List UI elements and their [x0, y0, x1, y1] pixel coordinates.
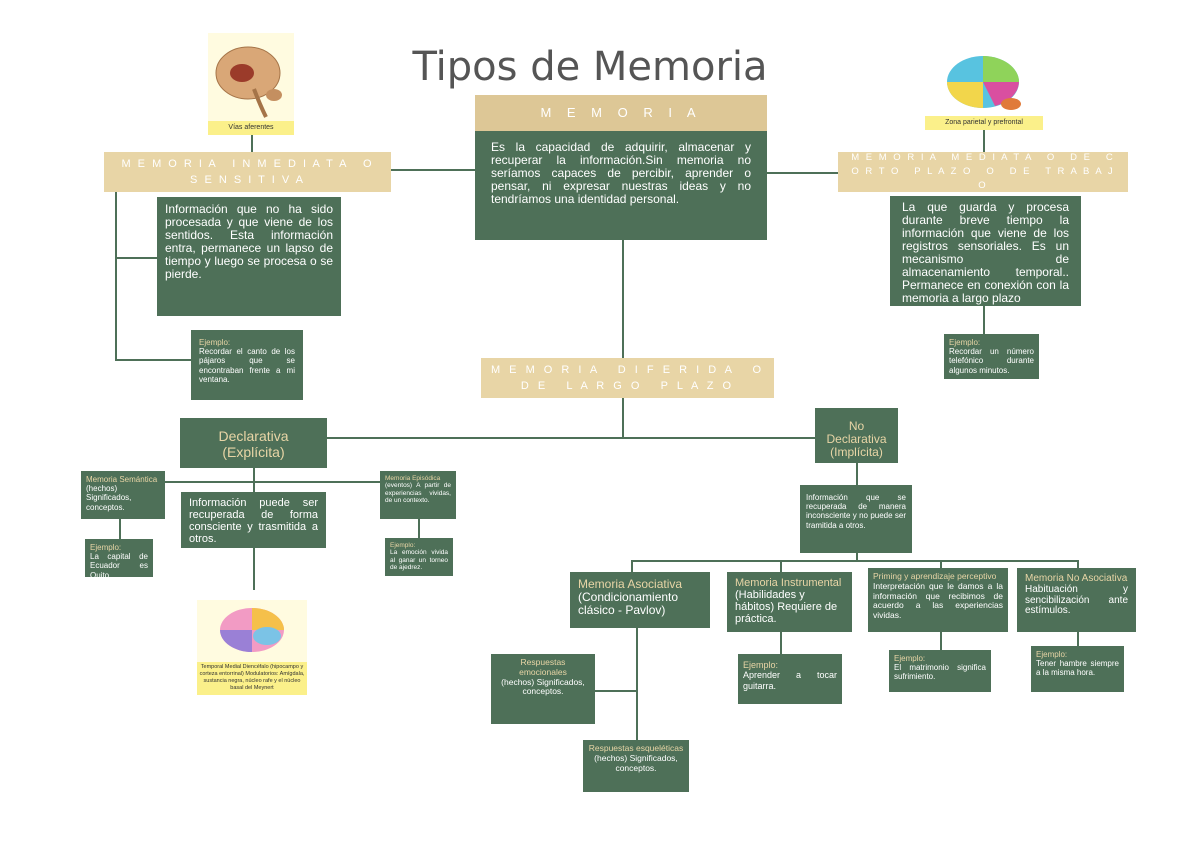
- episodica-label: Memoria Episódica: [385, 475, 441, 482]
- connector: [115, 257, 157, 259]
- instrumental-example: Ejemplo: Aprender a tocar guitarra.: [738, 654, 842, 704]
- priming-heading: Priming y aprendizaje perceptivo: [873, 571, 997, 581]
- example-label: Ejemplo:: [1036, 650, 1068, 659]
- connector: [115, 192, 117, 360]
- connector: [631, 560, 1079, 562]
- example-label: Ejemplo:: [743, 660, 779, 670]
- episodica-example: Ejemplo: La emoción vivida al ganar un t…: [385, 538, 453, 576]
- inmediata-example: Ejemplo: Recordar el canto de los pájaro…: [191, 330, 303, 400]
- asociativa-box: Memoria Asociativa (Condicionamiento clá…: [570, 572, 710, 628]
- no-declarativa-heading: No Declarativa (Implícita): [815, 408, 898, 463]
- semantica-example: Ejemplo: La capital de Ecuador es Quito.: [85, 539, 153, 580]
- no-asociativa-box: Memoria No Asociativa Habituación y senc…: [1017, 568, 1136, 632]
- page-title: Tipos de Memoria: [412, 44, 768, 90]
- example-text: La emoción vivida al ganar un torneo de …: [390, 549, 448, 572]
- memoria-definition: Es la capacidad de adquirir, almacenar y…: [475, 131, 767, 240]
- brain-icon: [947, 56, 1021, 110]
- mediata-definition: La que guarda y procesa durante breve ti…: [890, 196, 1081, 306]
- inmediata-heading: M E M O R I A I N M E D I A T A O S E N …: [104, 152, 391, 192]
- connector: [1077, 632, 1079, 646]
- no-asociativa-heading: Memoria No Asociativa: [1025, 573, 1128, 584]
- connector: [940, 632, 942, 650]
- semantica-text: (hechos) Significados, conceptos.: [86, 484, 132, 512]
- emocionales-text: (hechos) Significados, conceptos.: [501, 676, 585, 697]
- example-text: La capital de Ecuador es Quito.: [90, 552, 148, 580]
- example-label: Ejemplo:: [894, 654, 926, 663]
- image-caption: Vías aferentes: [208, 121, 294, 135]
- no-asociativa-example: Ejemplo: Tener hambre siempre a la misma…: [1031, 646, 1124, 692]
- example-label: Ejemplo:: [90, 543, 122, 552]
- semantica-label: Memoria Semántica: [86, 475, 158, 484]
- instrumental-box: Memoria Instrumental (Habilidades y hábi…: [727, 572, 852, 632]
- image-caption: Zona parietal y prefrontal: [925, 116, 1043, 130]
- esqueleticas-box: Respuestas esqueléticas (hechos) Signifi…: [583, 740, 689, 792]
- asociativa-text: (Condicionamiento clásico - Pavlov): [578, 589, 679, 617]
- instrumental-text: (Habilidades y hábitos) Requiere de prác…: [735, 588, 838, 625]
- example-text: Recordar el canto de los pájaros que se …: [199, 347, 295, 384]
- memoria-heading: M E M O R I A: [475, 95, 767, 131]
- example-label: Ejemplo:: [199, 338, 231, 347]
- connector: [767, 172, 840, 174]
- priming-text: Interpretación que le damos a la informa…: [873, 580, 1003, 621]
- connector: [1077, 560, 1079, 572]
- brain-parietal-image: Zona parietal y prefrontal: [925, 44, 1043, 130]
- priming-box: Priming y aprendizaje perceptivo Interpr…: [868, 568, 1008, 632]
- connector: [856, 553, 858, 561]
- episodica-text: (eventos) A partir de experiencias vivid…: [385, 482, 451, 505]
- image-caption: Temporal Medial Diencéfalo (hipocampo y …: [197, 662, 307, 695]
- emocionales-label: Respuestas emocionales: [519, 657, 567, 677]
- example-text: Aprender a tocar guitarra.: [743, 670, 837, 691]
- connector: [115, 359, 191, 361]
- connector: [983, 130, 985, 152]
- semantica-box: Memoria Semántica (hechos) Significados,…: [81, 471, 165, 519]
- mediata-heading: M E M O R I A M E D I A T A O D E C O R …: [838, 152, 1128, 192]
- connector: [622, 240, 624, 358]
- connector: [251, 133, 253, 153]
- priming-example: Ejemplo: El matrimonio significa sufrimi…: [889, 650, 991, 692]
- brain-icon: [220, 608, 284, 652]
- connector: [631, 560, 633, 572]
- declarativa-heading: Declarativa (Explícita): [180, 418, 327, 468]
- connector: [856, 463, 858, 485]
- brain-icon: [215, 46, 282, 118]
- example-text: El matrimonio significa sufrimiento.: [894, 663, 986, 682]
- example-text: Recordar un número telefónico durante al…: [949, 347, 1034, 375]
- brain-afferent-image: Vías aferentes: [208, 33, 294, 135]
- instrumental-heading: Memoria Instrumental: [735, 577, 842, 589]
- connector: [327, 437, 815, 439]
- example-label: Ejemplo:: [390, 542, 416, 549]
- connector: [390, 169, 475, 171]
- example-text: Tener hambre siempre a la misma hora.: [1036, 659, 1119, 678]
- esqueleticas-text: (hechos) Significados, conceptos.: [594, 752, 678, 773]
- declarativa-definition: Información puede ser recuperada de form…: [181, 492, 326, 548]
- esqueleticas-label: Respuestas esqueléticas: [588, 743, 684, 753]
- connector: [165, 481, 380, 483]
- connector: [622, 398, 624, 438]
- connector: [636, 628, 638, 740]
- no-asociativa-text: Habituación y sencibilización ante estím…: [1025, 583, 1128, 617]
- inmediata-definition: Información que no ha sido procesada y q…: [157, 197, 341, 316]
- connector: [780, 560, 782, 572]
- connector: [253, 468, 255, 492]
- connector: [418, 519, 420, 538]
- connector: [119, 519, 121, 539]
- no-declarativa-definition: Información que se recuperada de manera …: [800, 485, 912, 553]
- mediata-example: Ejemplo: Recordar un número telefónico d…: [944, 334, 1039, 379]
- diferida-heading: M E M O R I A D I F E R I D A O D E L A …: [481, 358, 774, 398]
- connector: [253, 548, 255, 590]
- connector: [940, 560, 942, 572]
- asociativa-heading: Memoria Asociativa: [578, 577, 683, 591]
- brain-temporal-image: Temporal Medial Diencéfalo (hipocampo y …: [197, 600, 307, 695]
- connector: [983, 306, 985, 334]
- episodica-box: Memoria Episódica (eventos) A partir de …: [380, 471, 456, 519]
- emocionales-box: Respuestas emocionales (hechos) Signific…: [491, 654, 595, 724]
- connector: [780, 632, 782, 654]
- example-label: Ejemplo:: [949, 338, 981, 347]
- connector: [595, 690, 637, 692]
